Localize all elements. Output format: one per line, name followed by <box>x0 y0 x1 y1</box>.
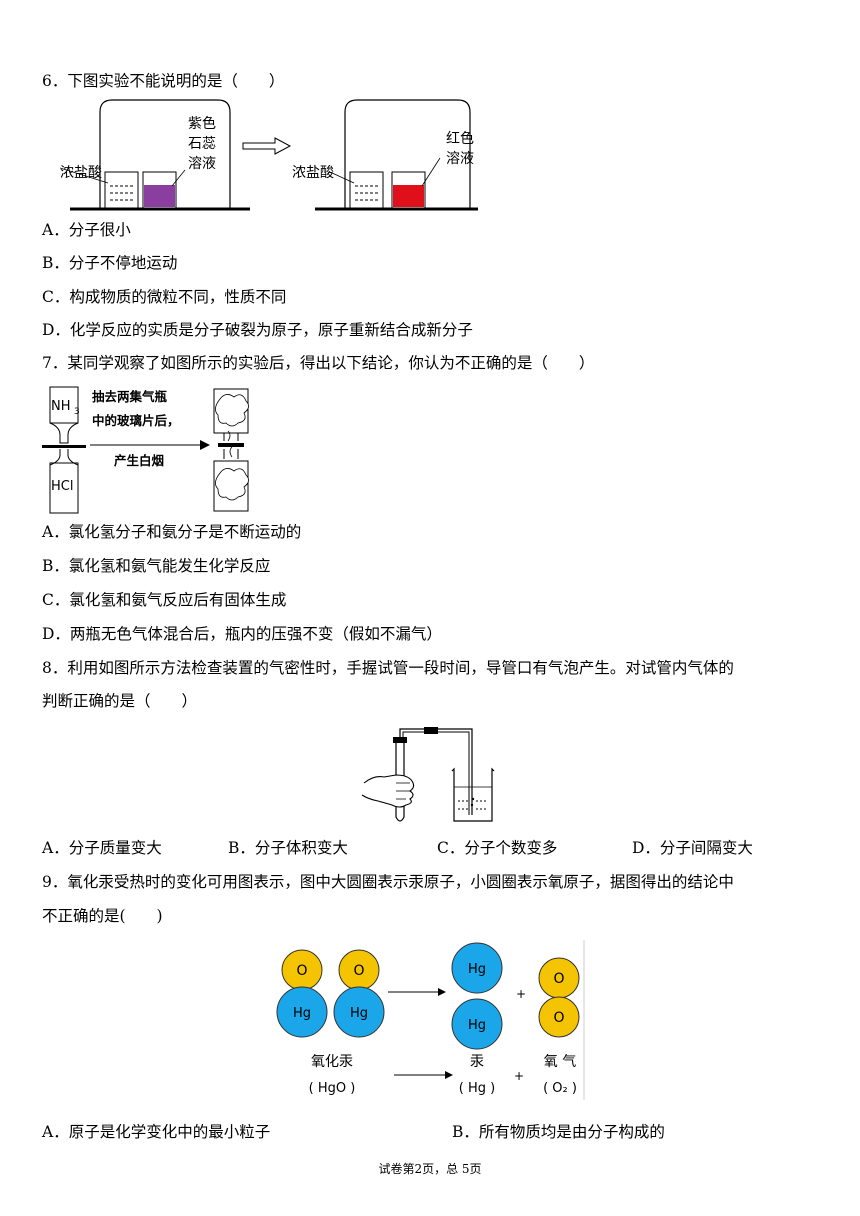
q9-stem-line-2: 不正确的是( ) <box>42 907 163 925</box>
q9-hg-formula: ( Hg ) <box>459 1081 495 1096</box>
page-footer: 试卷第2页，总 5页 <box>378 1162 482 1176</box>
q8-figure <box>361 727 495 822</box>
q7-nh3-label: NH <box>51 399 71 414</box>
q7-stem: 7．某同学观察了如图所示的实验后，得出以下结论，你认为不正确的是（ ） <box>42 354 595 372</box>
q9-o-atom-3: O <box>553 971 564 987</box>
q9-option-a: A．原子是化学变化中的最小粒子 <box>42 1123 271 1141</box>
q9-option-b: B．所有物质均是由分子构成的 <box>452 1123 665 1141</box>
q9-plus-bottom: + <box>514 1069 524 1083</box>
q9-hg-atom-1: Hg <box>293 1006 311 1021</box>
q8-stem-line-2: 判断正确的是（ ） <box>42 692 198 710</box>
q9-o-atom-2: O <box>353 963 364 979</box>
q6-option-c: C．构成物质的微粒不同，性质不同 <box>42 288 287 306</box>
q9-o2-name: 氧 气 <box>544 1054 576 1070</box>
q6-purple-label-3: 溶液 <box>188 156 216 172</box>
q6-purple-label-2: 石蕊 <box>188 136 216 152</box>
q7-caption-2: 中的玻璃片后， <box>92 413 180 428</box>
q7-option-d: D．两瓶无色气体混合后，瓶内的压强不变（假如不漏气） <box>42 625 442 643</box>
q6-purple-label-1: 紫色 <box>188 115 216 132</box>
q6-stem: 6．下图实验不能说明的是（ ） <box>42 72 285 90</box>
q8-stem-line-1: 8．利用如图所示方法检查装置的气密性时，手握试管一段时间，导管口有气泡产生。对试… <box>42 659 734 677</box>
q6-red-label-1: 红色 <box>446 130 474 147</box>
q6-red-label-2: 溶液 <box>446 151 474 167</box>
q8-option-d: D．分子间隔变大 <box>632 839 753 857</box>
q9-o2-formula: ( O₂ ) <box>543 1081 577 1096</box>
q7-option-a: A．氯化氢分子和氨分子是不断运动的 <box>42 523 302 541</box>
q9-plus-top: + <box>516 987 526 1001</box>
q6-option-a: A．分子很小 <box>42 221 131 239</box>
q7-figure: NH 3 HCl 抽去两集气瓶 中的玻璃片后， 产生白烟 <box>42 386 249 514</box>
q7-caption-1: 抽去两集气瓶 <box>92 389 168 404</box>
q7-caption-3: 产生白烟 <box>114 453 164 468</box>
q6-left-hcl-label: 浓盐酸 <box>60 165 102 181</box>
q9-hg-name: 汞 <box>470 1054 484 1070</box>
q6-figure: 浓盐酸 紫色 石蕊 溶液 浓盐酸 红色 溶液 <box>60 99 478 211</box>
q6-option-d: D．化学反应的实质是分子破裂为原子，原子重新结合成新分子 <box>42 321 473 339</box>
q8-option-b: B．分子体积变大 <box>228 839 348 857</box>
q7-nh3-sub: 3 <box>74 407 80 417</box>
q9-figure: O Hg O Hg Hg Hg + O O 氧化汞 ( HgO ) 汞 ( Hg… <box>270 940 586 1102</box>
q9-hg-atom-2: Hg <box>350 1006 368 1021</box>
q8-option-c: C．分子个数变多 <box>437 839 558 857</box>
q7-option-b: B．氯化氢和氨气能发生化学反应 <box>42 557 271 575</box>
q6-option-b: B．分子不停地运动 <box>42 254 178 272</box>
q9-hgo-name: 氧化汞 <box>311 1054 353 1070</box>
q7-option-c: C．氯化氢和氨气反应后有固体生成 <box>42 591 287 609</box>
q9-hgo-formula: ( HgO ) <box>309 1081 356 1096</box>
q9-stem-line-1: 9．氧化汞受热时的变化可用图表示，图中大圆圈表示汞原子，小圆圈表示氧原子，据图得… <box>42 873 734 891</box>
q8-option-a: A．分子质量变大 <box>42 839 162 857</box>
q9-hg-atom-4: Hg <box>468 1018 486 1033</box>
q9-hg-atom-3: Hg <box>468 962 486 977</box>
q6-right-hcl-label: 浓盐酸 <box>292 165 334 181</box>
q7-hcl-label: HCl <box>51 479 73 494</box>
q9-o-atom-4: O <box>553 1010 564 1026</box>
q9-o-atom-1: O <box>296 963 307 979</box>
